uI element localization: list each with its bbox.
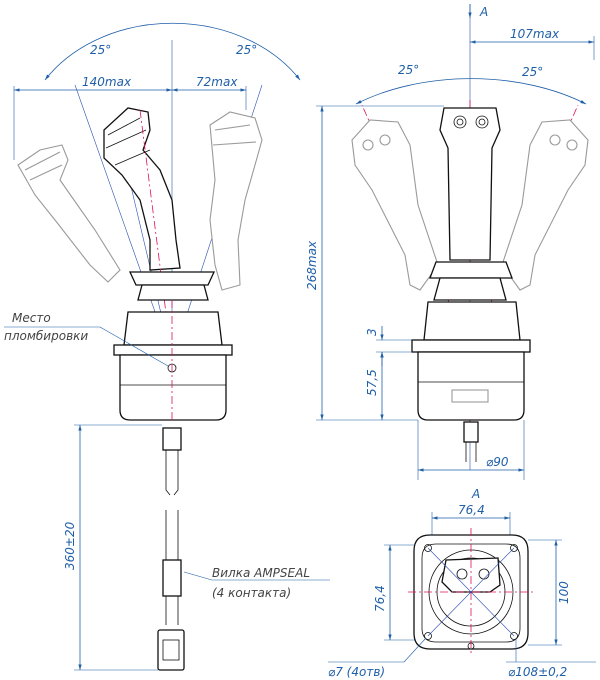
cable-boot (162, 559, 182, 597)
dim-764-v-label: 76,4 (373, 585, 387, 612)
ghost-button-1 (362, 139, 374, 151)
ghost-button-4 (566, 139, 578, 151)
dim-57-5-label: 57,5 (365, 369, 379, 396)
housing-body-front (417, 351, 525, 421)
angle-arc-left-view (44, 22, 301, 81)
ghost-button-3 (549, 134, 561, 146)
ghost-handle-right-view-left (351, 119, 439, 291)
left-angle-label-2: 25° (236, 43, 257, 57)
boot-top-front (429, 261, 513, 279)
right-view: A 107max 25° 25° (305, 4, 595, 480)
bottom-view: A 76,4 76,4 100 (328, 487, 596, 679)
joystick-handle (103, 107, 181, 271)
connector-label-1: Вилка AMPSEAL (212, 566, 310, 580)
top-button-1 (456, 568, 468, 580)
seal-label-1: Место (12, 311, 51, 325)
mount-hole-2 (510, 544, 518, 552)
flange-inner (421, 543, 521, 643)
housing-body (119, 354, 227, 421)
holes-label: ⌀7 (4отв) (328, 665, 385, 679)
ghost-handle-left-detail (24, 151, 63, 181)
ghost-handle-right-detail (212, 124, 257, 146)
bolt-diagonal-2 (427, 547, 515, 637)
right-angle-label-2: 25° (522, 65, 543, 79)
boot-top (128, 271, 216, 286)
dim-72max-label: 72max (196, 75, 238, 89)
cable-lower (165, 596, 179, 625)
cable-gland (162, 427, 182, 451)
ghost-handle-right (209, 111, 263, 291)
handle-grip-lines (105, 117, 151, 166)
holes-leader (403, 637, 427, 663)
dim-100-label: 100 (557, 581, 571, 604)
handle-button-2-inner (478, 118, 486, 126)
cable-length-label: 360±20 (63, 521, 77, 570)
mount-hole-1 (424, 544, 432, 552)
dim-268max-label: 268max (305, 240, 319, 290)
section-mark-bottom: A (471, 487, 480, 501)
handle-button-1-inner (456, 118, 464, 126)
angle-arc-right-view (355, 78, 587, 105)
boot-lower-front (433, 277, 507, 301)
left-angle-label-1: 25° (90, 43, 111, 57)
mount-hole-4 (510, 632, 518, 640)
cable-stub-front (465, 442, 477, 462)
cable-gland-front (463, 421, 479, 443)
ghost-button-2 (379, 134, 391, 146)
housing-label-plate (451, 389, 489, 403)
right-angle-label-1: 25° (398, 63, 419, 77)
cable-middle (165, 510, 179, 560)
dim-140max-label: 140max (82, 75, 132, 89)
cable-top (165, 450, 179, 496)
seal-leader (99, 326, 169, 367)
dim-764-h-label: 76,4 (458, 503, 485, 517)
joystick-handle-front (439, 107, 501, 261)
handle-button-1 (453, 115, 467, 129)
connector-label-2: (4 контакта) (212, 586, 291, 600)
ampseal-connector (157, 629, 185, 671)
ghost-handle-left (17, 144, 121, 283)
flange-top-front (423, 301, 521, 341)
bolt-circle-label: ⌀108±0,2 (508, 665, 567, 679)
left-view: 25° 25° 140max 72max Место пломбировки В… (4, 22, 330, 671)
flange-plate-front (411, 339, 531, 353)
flange-plate (113, 344, 233, 356)
connector-face (162, 639, 180, 661)
handle-button-2 (475, 115, 489, 129)
dim-d90-label: ⌀90 (486, 455, 509, 469)
flange-top (123, 311, 223, 346)
seal-label-2: пломбировки (4, 329, 88, 343)
section-mark-right: A (479, 5, 488, 19)
connector-leader (183, 571, 213, 581)
mount-hole-3 (424, 632, 432, 640)
boot-lower (137, 284, 209, 301)
dim-3-label: 3 (365, 328, 379, 336)
dim-107max-label: 107max (510, 27, 560, 41)
